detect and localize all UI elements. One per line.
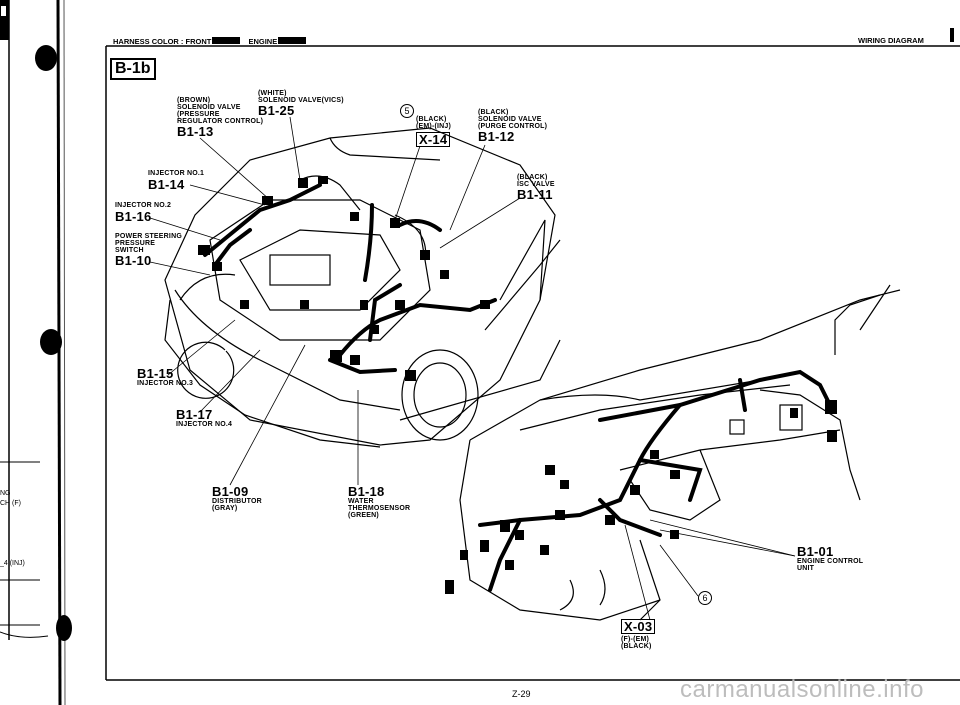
callout-text: (BLACK) (517, 174, 548, 181)
callout-b1-13: (BROWN) SOLENOID VALVE (PRESSURE REGULAT… (177, 97, 263, 139)
callout-text: (PURGE CONTROL) (478, 123, 548, 130)
callout-text: (F)-(EM) (621, 636, 650, 643)
callout-text: UNIT (797, 565, 815, 572)
callout-b1-01: B1-01 ENGINE CONTROL UNIT (797, 545, 863, 572)
callout-text: POWER STEERING (115, 233, 182, 240)
connector-code: B1-15 (137, 366, 174, 381)
callout-text: (PRESSURE (177, 111, 220, 118)
connector-code: B1-14 (148, 177, 185, 192)
callout-text: SOLENOID VALVE(VICS) (258, 97, 344, 104)
page-header-title: WIRING DIAGRAM (858, 36, 924, 45)
circled-marker: 5 (400, 104, 414, 118)
callout-text: DISTRIBUTOR (212, 498, 262, 505)
callout-text: SWITCH (115, 247, 144, 254)
callout-text: ENGINE CONTROL (797, 558, 864, 565)
connector-code: B1-12 (478, 129, 515, 144)
harness-color-legend: HARNESS COLOR : FRONT ENGINE (113, 37, 307, 46)
callout-b1-11: (BLACK) ISC VALVE B1-11 (517, 174, 555, 202)
callout-b1-17: B1-17 INJECTOR NO.4 (176, 407, 233, 429)
callout-text: (GREEN) (348, 512, 379, 519)
callout-text: (BLACK) (416, 116, 447, 123)
harness-engine-label: ENGINE (248, 37, 278, 46)
callout-text: (BLACK) (621, 643, 652, 650)
harness-front-label: HARNESS COLOR : FRONT (113, 37, 212, 46)
callout-text: (WHITE) (258, 90, 287, 97)
page-number: Z-29 (512, 689, 531, 699)
front-swatch (212, 37, 241, 44)
callout-b1-14: INJECTOR NO.1 B1-14 (148, 170, 204, 193)
callout-text: (BROWN) (177, 97, 211, 104)
left-margin-fragment: _4 (INJ) (0, 560, 25, 567)
callout-text: ISC VALVE (517, 181, 555, 188)
callout-b1-12: (BLACK) SOLENOID VALVE (PURGE CONTROL) B… (478, 109, 547, 144)
callout-text: SOLENOID VALVE (177, 104, 241, 111)
connector-code: B1-13 (177, 124, 214, 139)
left-margin-fragment: NG (0, 490, 11, 497)
callout-text: (GRAY) (212, 505, 238, 512)
callout-text: WATER (348, 498, 374, 505)
connector-code: B1-18 (348, 484, 385, 499)
callout-text: SOLENOID VALVE (478, 116, 542, 123)
callout-x-03: X-03 (F)-(EM) (BLACK) (621, 619, 656, 650)
callout-text: INJECTOR NO.1 (148, 170, 205, 177)
connector-code: B1-09 (212, 484, 249, 499)
callout-b1-09: B1-09 DISTRIBUTOR (GRAY) (212, 485, 262, 512)
callout-b1-10: POWER STEERING PRESSURE SWITCH B1-10 (115, 233, 182, 268)
callout-b1-16: INJECTOR NO.2 B1-16 (115, 202, 171, 225)
callout-text: REGULATOR CONTROL) (177, 118, 264, 125)
callout-text: (BLACK) (478, 109, 509, 116)
callout-text: THERMOSENSOR (348, 505, 411, 512)
callout-b1-15: B1-15 INJECTOR NO.3 (137, 366, 194, 388)
connector-code: B1-11 (517, 187, 553, 202)
connector-code: B1-16 (115, 209, 152, 224)
connector-code: B1-10 (115, 253, 152, 268)
circled-marker: 6 (698, 591, 712, 605)
engine-swatch (278, 37, 307, 44)
connector-code: X-03 (621, 619, 656, 634)
callout-text: INJECTOR NO.4 (176, 421, 233, 428)
connector-code: B1-25 (258, 103, 295, 118)
left-margin-fragment: CH (F) (0, 500, 21, 507)
section-code: B-1b (110, 58, 156, 80)
callout-b1-18: B1-18 WATER THERMOSENSOR (GREEN) (348, 485, 410, 519)
callout-b1-25: (WHITE) SOLENOID VALVE(VICS) B1-25 (258, 90, 344, 118)
callout-text: INJECTOR NO.2 (115, 202, 172, 209)
callout-text: INJECTOR NO.3 (137, 380, 194, 387)
connector-code: X-14 (416, 132, 451, 147)
callout-text: (EM)-(INJ) (416, 123, 452, 130)
watermark: carmanualsonline.info (680, 676, 924, 703)
callout-text: PRESSURE (115, 240, 156, 247)
connector-code: B1-17 (176, 407, 213, 422)
connector-code: B1-01 (797, 544, 834, 559)
callout-x-14: (BLACK) (EM)-(INJ) X-14 (416, 116, 451, 147)
